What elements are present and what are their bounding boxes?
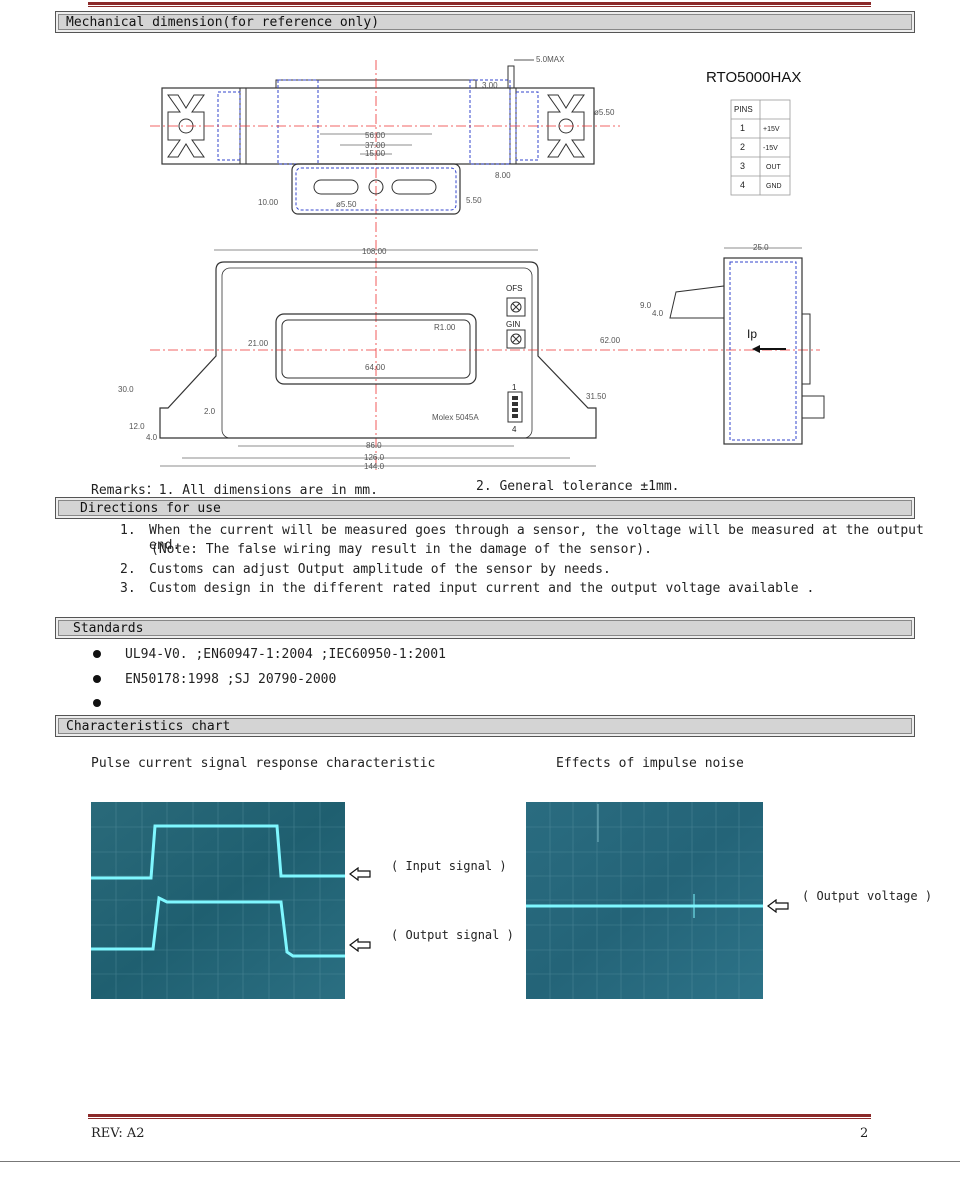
pin-label: +15V [763, 126, 780, 133]
pin-label: GND [766, 183, 782, 190]
dim-25: 25.0 [753, 243, 769, 252]
section-directions: Directions for use [55, 497, 915, 519]
dim-8: 8.00 [495, 171, 511, 180]
model-name: RTO5000HAX [706, 69, 801, 86]
header-rule-thin [88, 6, 871, 7]
section-title: Mechanical dimension(for reference only) [66, 15, 380, 30]
dim-56: 56.00 [365, 131, 386, 140]
direction-note: (Note: The false wiring may result in th… [151, 542, 652, 557]
dim-dia-55: ø5.50 [594, 108, 615, 117]
dim-15: 15.00 [365, 149, 386, 158]
dim-5max: 5.0MAX [536, 55, 565, 64]
direction-text: Customs can adjust Output amplitude of t… [149, 562, 611, 577]
standard-item: UL94-V0. ;EN60947-1:2004 ;IEC60950-1:200… [125, 647, 446, 662]
section-title: Standards [73, 621, 144, 636]
dim-144: 144.0 [364, 462, 385, 471]
header-rule [88, 2, 871, 5]
bullet-icon [93, 650, 101, 658]
connector-pin-4: 4 [512, 425, 517, 434]
bullet-icon [93, 699, 101, 707]
mechanical-drawing: 5.0MAX 3.00 ø5.50 56.00 37.00 15.00 8.00… [118, 55, 825, 471]
direction-num: 3. [120, 581, 136, 596]
ofs-label: OFS [506, 284, 522, 293]
section-standards: Standards [55, 617, 915, 639]
dim-9: 9.0 [640, 301, 652, 310]
page-number: 2 [860, 1126, 869, 1141]
output-signal-label: ( Output signal ) [391, 928, 514, 942]
pin-num: 3 [740, 161, 745, 171]
pins-header: PINS [734, 105, 753, 114]
connector-name: Molex 5045A [432, 413, 479, 422]
dim-37: 37.00 [365, 141, 386, 150]
scope-pulse-response [91, 802, 345, 999]
dim-126: 126.0 [364, 453, 385, 462]
dim-315: 31.50 [586, 392, 607, 401]
section-mechanical: Mechanical dimension(for reference only) [55, 11, 915, 33]
scope-impulse-noise [526, 802, 763, 999]
dim-108: 108.00 [362, 247, 387, 256]
footer-rule [88, 1114, 871, 1117]
input-arrow-icon [349, 866, 371, 882]
section-characteristics: Characteristics chart [55, 715, 915, 737]
dim-3: 3.00 [482, 81, 498, 90]
footer-rule-thin [88, 1118, 871, 1119]
standard-item: EN50178:1998 ;SJ 20790-2000 [125, 672, 337, 687]
direction-text: Custom design in the different rated inp… [149, 581, 815, 596]
direction-num: 2. [120, 562, 136, 577]
pin-num: 2 [740, 142, 745, 152]
dim-12: 12.0 [129, 422, 145, 431]
ip-label: Ip [747, 327, 757, 341]
pin-num: 1 [740, 123, 745, 133]
dim-62: 62.00 [600, 336, 621, 345]
remark-1: Remarks：1. All dimensions are in mm. [91, 483, 378, 498]
direction-text: When the current will be measured goes t… [149, 523, 924, 553]
pin-label: OUT [766, 164, 782, 171]
dim-4b: 4.0 [146, 433, 158, 442]
output-voltage-arrow-icon [767, 898, 789, 914]
dim-4a: 4.0 [652, 309, 664, 318]
pin-num: 4 [740, 180, 745, 190]
dim-21: 21.00 [248, 339, 269, 348]
section-title: Directions for use [80, 501, 221, 516]
connector-pin-1: 1 [512, 383, 517, 392]
dim-86: 86.0 [366, 441, 382, 450]
output-arrow-icon [349, 937, 371, 953]
page-bottom-line [0, 1161, 960, 1162]
dim-dia-55b: ø5.50 [336, 200, 357, 209]
section-title: Characteristics chart [66, 719, 231, 734]
direction-num: 1. [120, 523, 136, 538]
chart-left-title: Pulse current signal response characteri… [91, 756, 436, 771]
dim-10: 10.00 [258, 198, 279, 207]
dim-r1: R1.00 [434, 323, 456, 332]
dim-55b: 5.50 [466, 196, 482, 205]
gin-label: GIN [506, 320, 520, 329]
output-voltage-label: ( Output voltage ) [802, 889, 933, 903]
chart-right-title: Effects of impulse noise [556, 756, 744, 771]
bullet-icon [93, 675, 101, 683]
dim-30: 30.0 [118, 385, 134, 394]
pin-label: -15V [763, 145, 778, 152]
revision-label: REV: A2 [91, 1126, 145, 1141]
remark-2: 2. General tolerance ±1mm. [476, 479, 680, 494]
dim-2: 2.0 [204, 407, 216, 416]
input-signal-label: ( Input signal ) [391, 859, 507, 873]
dim-64: 64.00 [365, 363, 386, 372]
